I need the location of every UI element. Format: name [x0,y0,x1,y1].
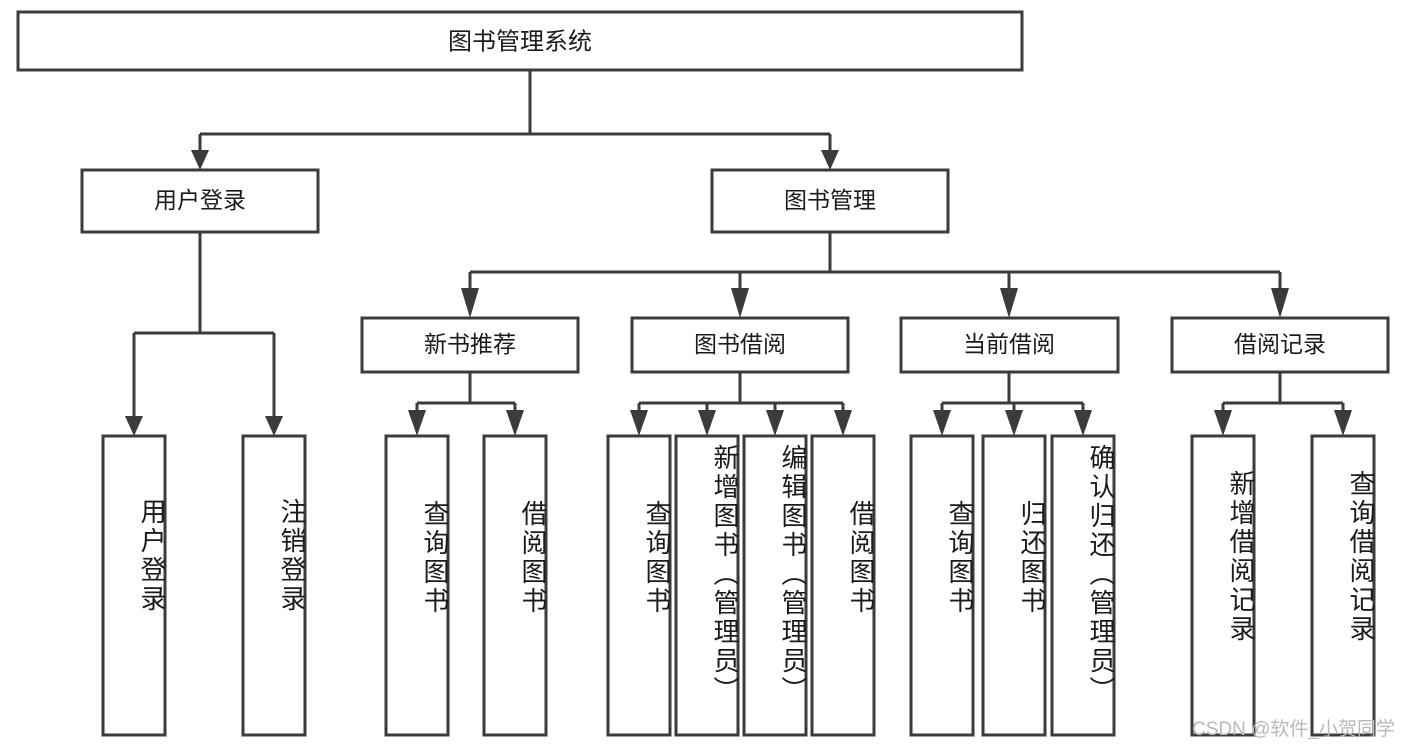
arrow-head-leaf-query-book-borrow [630,410,648,436]
node-box-leaf-query-borrow-record[interactable] [1310,434,1376,737]
node-label-book-manage: 图书管理 [784,187,876,213]
arrow-head-user-login [191,150,209,170]
node-label-current-borrow: 当前借阅 [963,331,1055,357]
arrow-head-leaf-query-borrow-record [1334,410,1352,436]
arrow-head-leaf-confirm-return-admin [1074,410,1092,436]
node-box-leaf-query-book-borrow[interactable] [606,434,672,737]
node-box-leaf-borrow-book[interactable] [810,434,876,737]
node-box-leaf-borrow-book-new[interactable] [482,434,548,737]
node-box-leaf-add-book-admin[interactable] [674,434,740,737]
arrow-head-leaf-query-book-current [933,410,951,436]
node-label-root: 图书管理系统 [448,28,592,55]
node-box-book-borrow[interactable] [630,316,850,374]
node-label-user-login: 用户登录 [154,187,246,213]
node-box-leaf-edit-book-admin[interactable] [742,434,808,737]
arrow-head-leaf-borrow-book-new [506,410,524,436]
connector-layer [125,70,1352,436]
node-box-borrow-record[interactable] [1170,316,1390,374]
arrow-head-leaf-return-book [1005,410,1023,436]
node-box-root[interactable] [16,10,1024,72]
node-label-new-book-recommend: 新书推荐 [424,331,516,357]
arrow-head-new-book-recommend [461,288,479,318]
node-box-book-manage[interactable] [710,168,950,234]
node-box-leaf-logout[interactable] [241,434,307,737]
arrow-head-book-manage [821,150,839,170]
arrow-head-leaf-add-borrow-record [1214,410,1232,436]
node-box-new-book-recommend[interactable] [360,316,580,374]
node-box-leaf-confirm-return-admin[interactable] [1050,434,1116,737]
arrow-head-current-borrow [1000,288,1018,318]
node-box-leaf-return-book[interactable] [981,434,1047,737]
arrow-head-leaf-user-login [125,416,143,436]
watermark-text: CSDN @软件_小贺同学 [1192,719,1395,740]
node-box-user-login[interactable] [80,168,320,234]
arrow-head-leaf-edit-book-admin [766,410,784,436]
node-label-book-borrow: 图书借阅 [694,331,786,357]
arrow-head-borrow-record [1271,288,1289,318]
node-box-leaf-query-book-current[interactable] [909,434,975,737]
node-box-leaf-add-borrow-record[interactable] [1190,434,1256,737]
arrow-head-leaf-add-book-admin [698,410,716,436]
node-box-leaf-user-login[interactable] [101,434,167,737]
arrow-head-book-borrow [731,288,749,318]
node-box-leaf-query-book-new[interactable] [384,434,450,737]
arrow-head-leaf-query-book-new [408,410,426,436]
node-layer: 图书管理系统 用户登录 图书管理 新书推荐 图书借阅 当前借阅 借阅记录 [16,10,1390,737]
node-box-current-borrow[interactable] [899,316,1120,374]
node-label-borrow-record: 借阅记录 [1234,331,1326,357]
arrow-head-leaf-logout [265,416,283,436]
arrow-head-leaf-borrow-book [834,410,852,436]
